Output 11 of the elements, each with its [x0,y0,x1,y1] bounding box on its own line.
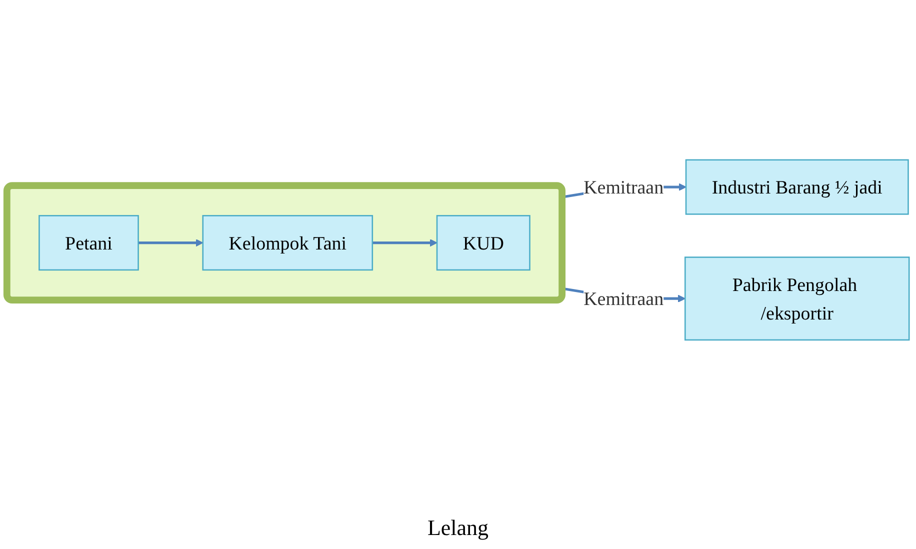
node-box: Industri Barang ½ jadi [685,159,909,215]
node-box: Pabrik Pengolah /eksportir [684,256,910,341]
edge-label: Kemitraan [584,176,664,198]
edge-note: Lelang [427,515,489,540]
arrow [372,239,438,247]
node-box: Kelompok Tani [202,215,374,271]
cluster [3,182,566,304]
node-box: Petani [38,215,139,271]
arrow [138,239,204,247]
edge-label: Kemitraan [584,288,664,310]
node-box: KUD [436,215,530,271]
